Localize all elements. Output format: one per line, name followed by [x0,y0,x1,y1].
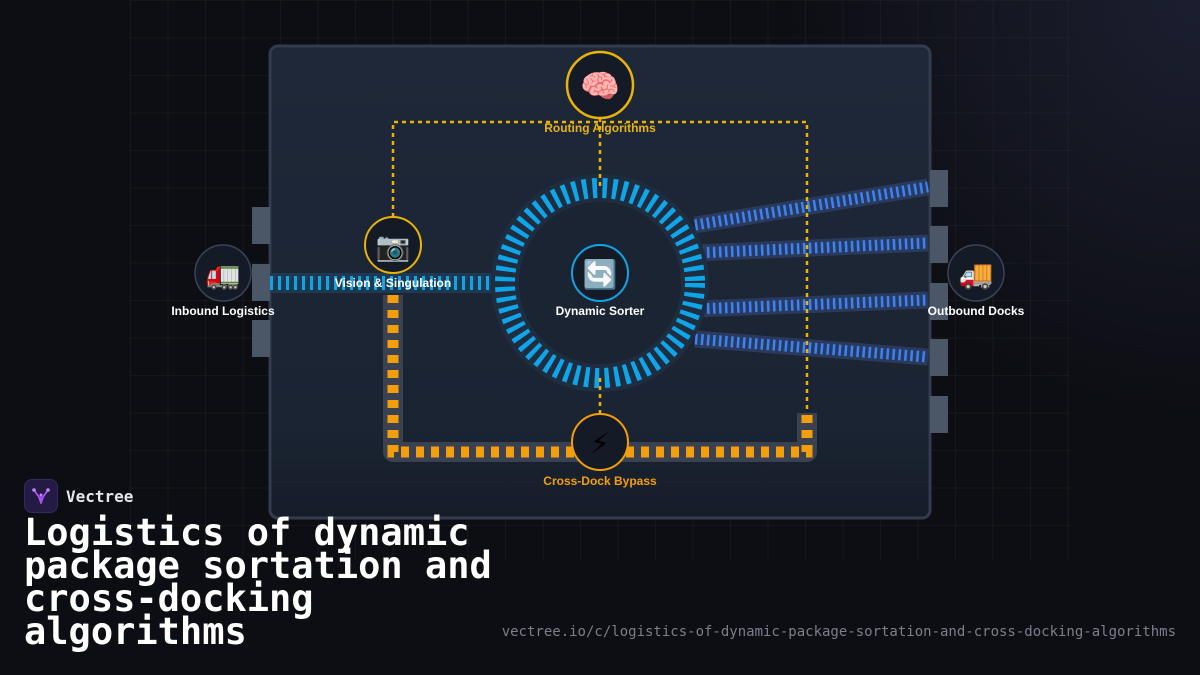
camera-icon: 📷 [376,230,411,263]
inbound-logistics-node: 🚛 Inbound Logistics [171,244,275,318]
page-url: vectree.io/c/logistics-of-dynamic-packag… [501,624,1176,640]
dynamic-sorter-label: Dynamic Sorter [556,304,645,318]
chute-3 [694,291,929,318]
brain-icon: 🧠 [580,67,620,105]
cross-dock-bypass-label: Cross-Dock Bypass [543,474,657,488]
inbound-logistics-label: Inbound Logistics [171,304,275,318]
vectree-logo-icon [24,479,58,513]
brand-name: Vectree [66,486,134,506]
delivery-truck-icon: 🚚 [959,258,994,291]
chute-2 [694,234,929,262]
brand: Vectree [24,479,133,513]
vision-singulation-label: Vision & Singulation [335,276,451,290]
dynamic-sorter-node: 🔄 Dynamic Sorter [556,244,645,318]
cycle-arrows-icon: 🔄 [583,258,618,291]
outbound-chutes [693,178,930,366]
cross-dock-bypass-node: ⚡ Cross-Dock Bypass [543,413,657,488]
chute-4 [694,330,929,366]
chute-1 [693,178,930,234]
outbound-dock-doors [930,170,948,433]
control-links [391,118,809,413]
routing-algorithms-label: Routing Algorithms [544,121,656,135]
page-title: Logistics of dynamic package sortation a… [24,511,492,653]
vision-singulation-node: 📷 Vision & Singulation [335,216,451,290]
routing-algorithms-node: 🧠 Routing Algorithms [544,50,656,135]
truck-icon: 🚛 [206,258,241,291]
outbound-docks-label: Outbound Docks [928,304,1025,318]
lightning-icon: ⚡ [590,427,610,460]
inbound-dock-doors [252,207,270,357]
outbound-docks-node: 🚚 Outbound Docks [928,244,1025,318]
